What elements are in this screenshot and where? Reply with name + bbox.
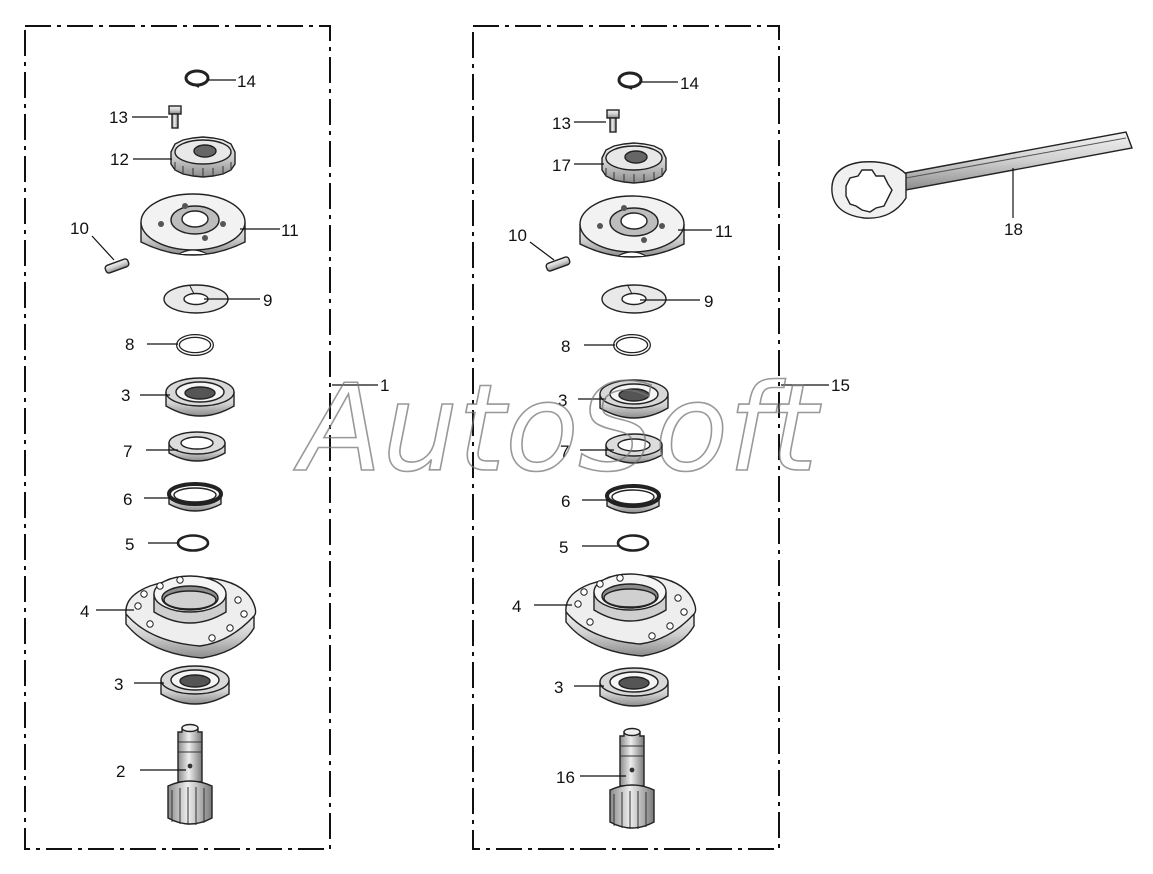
callout-5: 5 bbox=[125, 535, 134, 554]
seal bbox=[168, 431, 226, 462]
callout-14: 14 bbox=[680, 74, 699, 93]
group-right: 14 13 17 11 10 9 8 3 7 6 5 4 bbox=[508, 71, 850, 830]
callout-3b: 3 bbox=[554, 678, 563, 697]
adjusting-nut bbox=[170, 136, 236, 178]
adjusting-nut bbox=[601, 142, 667, 184]
callout-8: 8 bbox=[125, 335, 134, 354]
callout-7: 7 bbox=[123, 442, 132, 461]
bolt bbox=[168, 105, 182, 129]
bearing-housing bbox=[565, 573, 697, 657]
bearing-lower bbox=[160, 665, 230, 705]
group-frame-left bbox=[24, 25, 331, 850]
small-o-ring bbox=[176, 534, 210, 552]
callout-17: 17 bbox=[552, 156, 571, 175]
callout-5: 5 bbox=[559, 538, 568, 557]
callout-4: 4 bbox=[80, 602, 89, 621]
spanner-wrench: 18 bbox=[831, 131, 1133, 239]
bearing-cover bbox=[579, 195, 685, 258]
small-o-ring bbox=[616, 534, 650, 552]
callout-9: 9 bbox=[704, 292, 713, 311]
callout-assembly-1: 1 bbox=[380, 376, 389, 395]
callout-4: 4 bbox=[512, 597, 521, 616]
callout-7: 7 bbox=[560, 442, 569, 461]
snap-ring bbox=[184, 69, 210, 89]
group-left: 14 13 12 11 10 9 8 3 7 6 5 4 bbox=[70, 69, 389, 826]
callout-6: 6 bbox=[561, 492, 570, 511]
dowel-pin bbox=[103, 257, 131, 275]
dowel-pin bbox=[544, 255, 572, 273]
bearing-upper bbox=[165, 377, 235, 417]
o-ring bbox=[613, 334, 651, 356]
callout-10: 10 bbox=[70, 219, 89, 238]
callout-11: 11 bbox=[715, 222, 733, 241]
snap-ring bbox=[617, 71, 643, 91]
bearing-cover bbox=[140, 193, 246, 256]
bolt bbox=[606, 109, 620, 133]
callout-3b: 3 bbox=[114, 675, 123, 694]
callout-8: 8 bbox=[561, 337, 570, 356]
pinion-shaft bbox=[609, 727, 655, 830]
callout-13: 13 bbox=[109, 108, 128, 127]
bearing-housing bbox=[125, 575, 257, 659]
callout-6: 6 bbox=[123, 490, 132, 509]
callout-3a: 3 bbox=[558, 391, 567, 410]
callout-3a: 3 bbox=[121, 386, 130, 405]
callout-assembly-15: 15 bbox=[831, 376, 850, 395]
group-frame-right bbox=[472, 25, 780, 850]
callout-16: 16 bbox=[556, 768, 575, 787]
callout-10: 10 bbox=[508, 226, 527, 245]
callout-13: 13 bbox=[552, 114, 571, 133]
seal-ring bbox=[167, 482, 223, 513]
shim bbox=[601, 284, 667, 314]
pinion-shaft bbox=[167, 723, 213, 826]
bearing-lower bbox=[599, 667, 669, 707]
callout-9: 9 bbox=[263, 291, 272, 310]
o-ring bbox=[176, 334, 214, 356]
callout-14: 14 bbox=[237, 72, 256, 91]
watermark: AutoSoft bbox=[293, 360, 821, 499]
callout-11: 11 bbox=[281, 221, 299, 240]
callout-18: 18 bbox=[1004, 220, 1023, 239]
callout-12: 12 bbox=[110, 150, 129, 169]
callout-2: 2 bbox=[116, 762, 125, 781]
